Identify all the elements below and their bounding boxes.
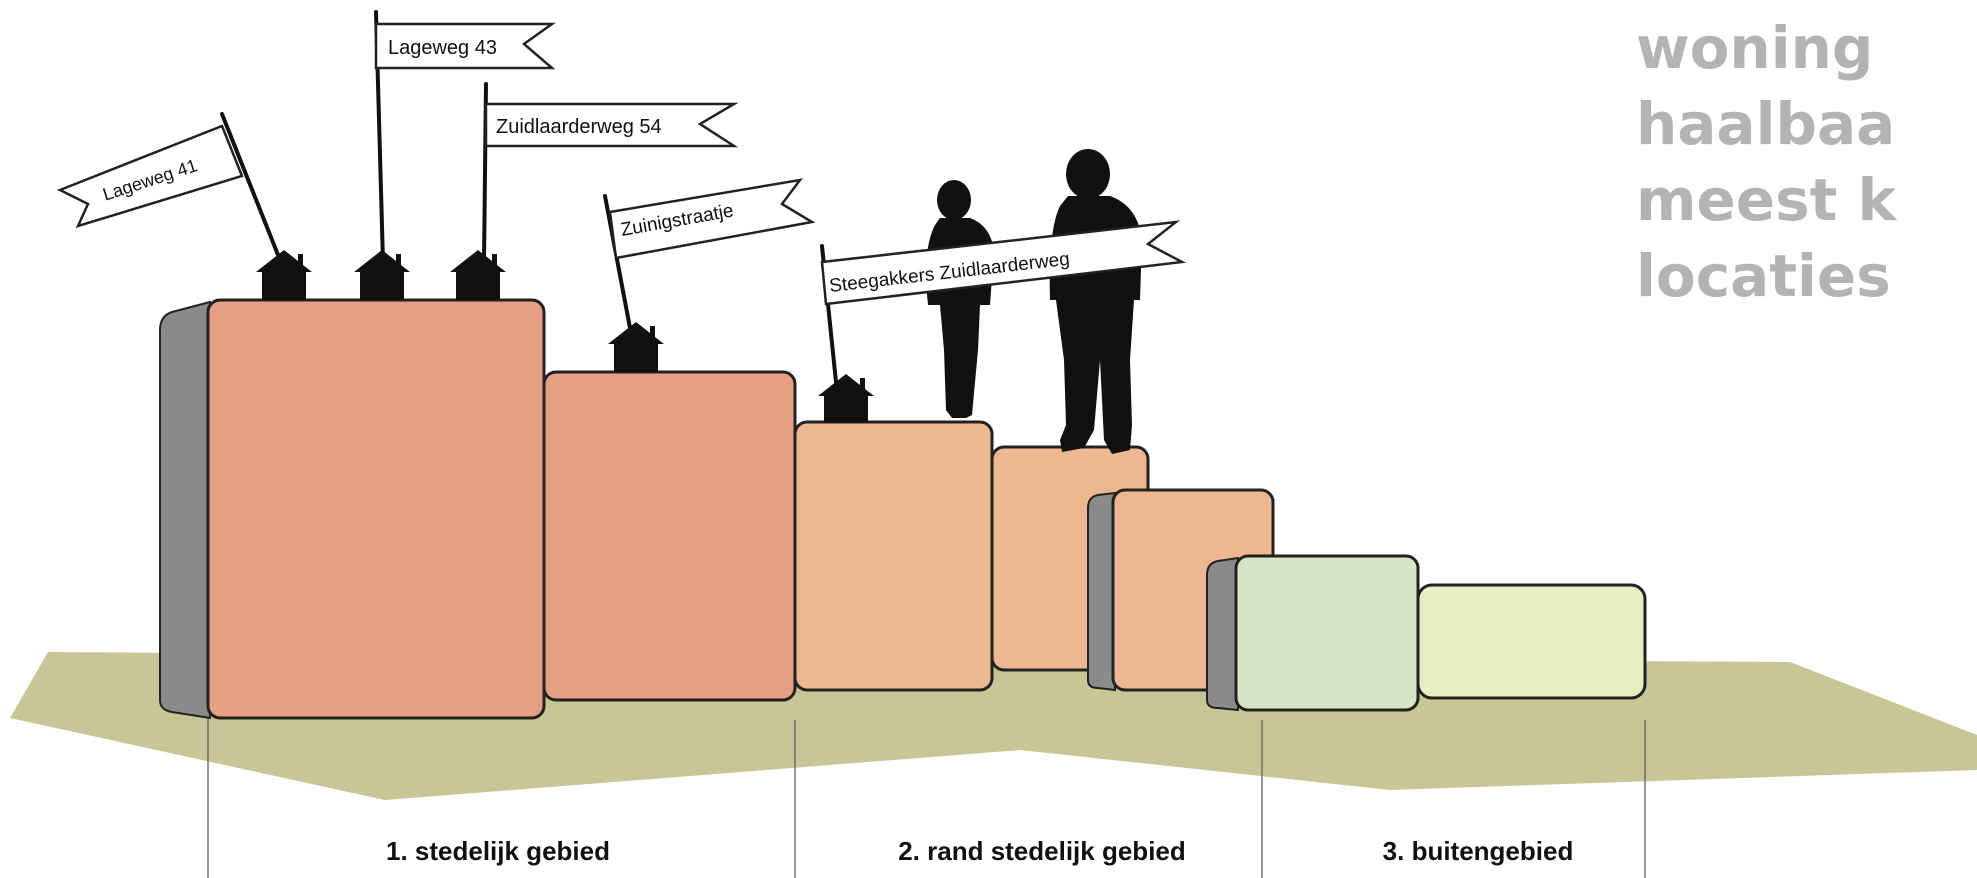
block-side-face [1087,491,1116,692]
flag-zuidlaarderweg-54: Zuidlaarderweg 54 [484,102,739,148]
flag-pole-lageweg-41 [220,112,286,272]
zone-label-stedelijk: 1. stedelijk gebied [386,836,610,866]
person-silhouette-icon [926,180,994,418]
person-head [1066,149,1110,199]
side-text-line: haalbaa [1636,90,1896,158]
side-heading-text: woning haalbaa meest k locaties [1636,10,1977,314]
flag-label: Zuidlaarderweg 54 [496,116,662,138]
flag-zuinigstraatje: Zuinigstraatje [608,178,816,260]
flag-banner [484,102,739,148]
block-side-face [159,300,211,720]
house-icon [354,250,410,300]
block-side-face [1206,556,1239,712]
zone-label-rand-stedelijk: 2. rand stedelijk gebied [898,836,1186,866]
side-text-line: meest k [1636,166,1897,234]
block-front-face [1234,554,1420,712]
flag-banner [56,124,244,229]
flag-lageweg-43: Lageweg 43 [374,22,556,70]
flag-pole-zuinigstraatje [603,194,632,330]
person-head [937,180,971,220]
flag-banner [820,220,1187,306]
side-text-line: woning [1636,14,1874,82]
person-silhouette-icon [1049,149,1142,454]
block-stedelijk-medium [542,370,797,702]
block-front-face [206,298,546,720]
flag-banner [374,22,556,70]
flag-label: Lageweg 43 [388,37,497,59]
flag-steegakkers: Steegakkers Zuidlaarderweg [820,220,1187,306]
house-icon [256,250,312,300]
side-text-line: locaties [1636,242,1891,310]
flag-lageweg-41: Lageweg 41 [56,124,244,229]
houses [256,250,874,422]
zone-dividers [207,712,1646,878]
block-rand-large [793,420,994,692]
block-buiten-large [1206,554,1420,712]
house-icon [818,374,874,422]
zone-labels: 1. stedelijk gebied 2. rand stedelijk ge… [386,836,1573,866]
zone-label-buitengebied: 3. buitengebied [1383,836,1574,866]
house-icon [608,322,664,372]
block-stedelijk-large [159,298,546,720]
block-buiten-small [1416,583,1647,700]
flag-banner [608,178,816,260]
house-icon [450,250,506,300]
